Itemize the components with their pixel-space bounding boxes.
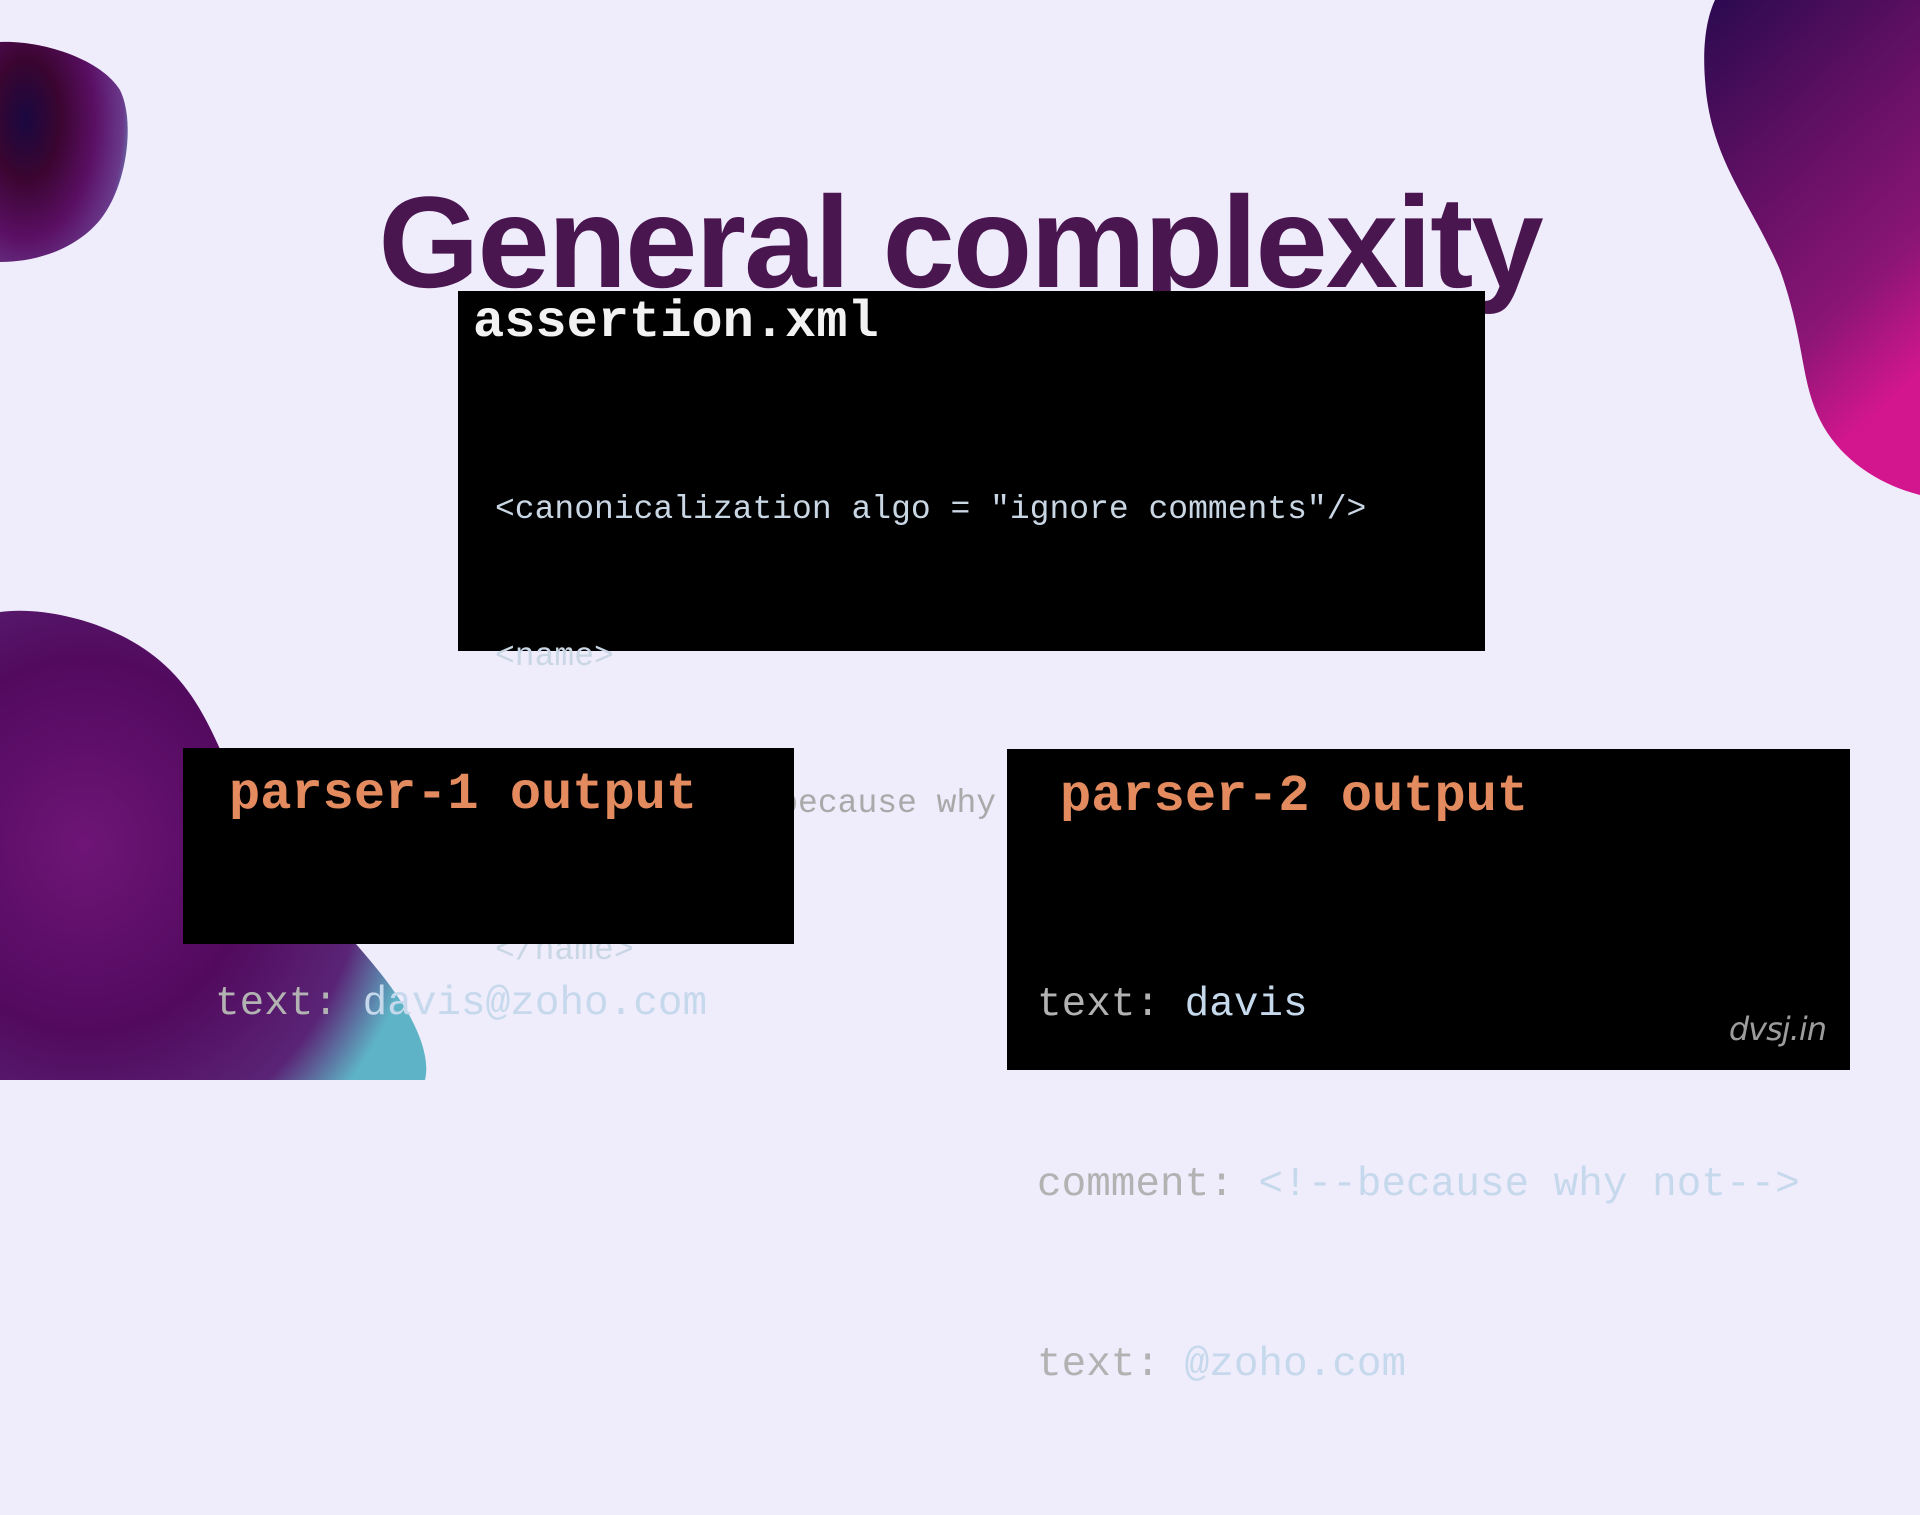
- watermark: dvsj.in: [1728, 1010, 1827, 1048]
- row-label: text:: [1037, 1342, 1185, 1388]
- row-label: text:: [215, 981, 363, 1027]
- name-open-tag: <name>: [495, 638, 614, 675]
- assertion-xml-panel: assertion.xml <canonicalization algo = "…: [458, 291, 1485, 969]
- parser-1-row: text: davis@zoho.com: [215, 974, 707, 1034]
- assertion-filename: assertion.xml: [473, 293, 879, 352]
- parser-2-row: comment: <!--because why not-->: [1037, 1155, 1800, 1215]
- parser-1-output-panel: parser-1 output text: davis@zoho.com: [183, 748, 794, 1027]
- parser-2-lines: text: davis comment: <!--because why not…: [1037, 855, 1800, 1515]
- parser-1-heading: parser-1 output: [229, 765, 698, 824]
- decorative-blob-top-left: [0, 41, 128, 262]
- parser-2-output-panel: parser-2 output text: davis comment: <!-…: [1007, 749, 1850, 1388]
- slide-title: General complexity: [378, 169, 1543, 316]
- parser-2-row: text: @zoho.com: [1037, 1335, 1800, 1395]
- row-label: comment:: [1037, 1162, 1259, 1208]
- decorative-blob-top-right: [1704, 0, 1920, 495]
- row-value: davis@zoho.com: [362, 981, 708, 1027]
- parser-1-lines: text: davis@zoho.com: [215, 854, 707, 1154]
- canonicalization-line: <canonicalization algo = "ignore comment…: [495, 491, 1367, 528]
- row-value: davis: [1184, 982, 1308, 1028]
- row-value: @zoho.com: [1184, 1342, 1407, 1388]
- row-label: text:: [1037, 982, 1185, 1028]
- parser-2-heading: parser-2 output: [1060, 767, 1529, 826]
- row-value: <!--because why not-->: [1258, 1162, 1800, 1208]
- parser-2-row: text: davis: [1037, 975, 1800, 1035]
